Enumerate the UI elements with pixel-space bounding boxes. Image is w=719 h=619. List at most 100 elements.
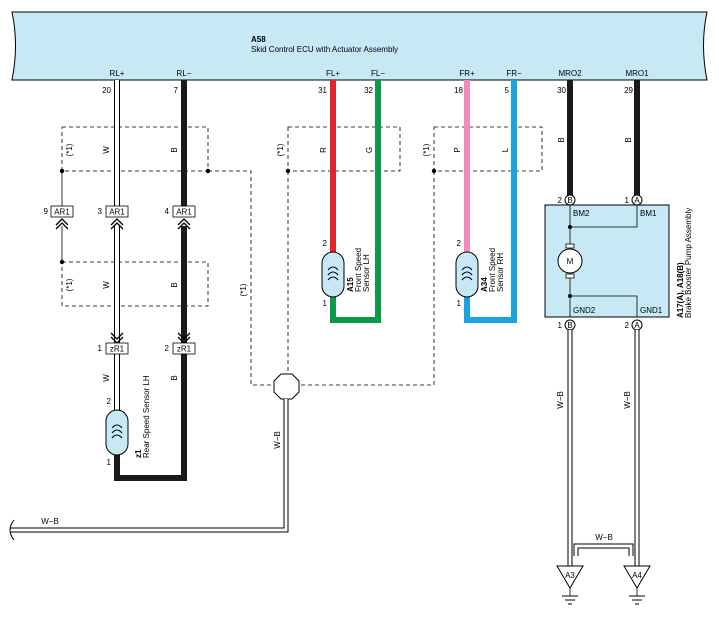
sensor-pin-bottom: 1	[323, 299, 328, 308]
pin-number-7: 7	[174, 86, 179, 95]
motor-brush	[565, 243, 575, 249]
sensor-body	[321, 251, 345, 298]
rear-sensor-circuit: W B W B W B 9 AR1 3 AR1 4 AR1 1 zR1	[44, 80, 196, 481]
zr1-pin-number: 1	[98, 344, 103, 353]
pin-number-5: 5	[505, 86, 510, 95]
note-mark-fr: (*1)	[422, 143, 431, 156]
motor-label: M	[567, 257, 574, 266]
note-marks: (*1) (*1) (*1) (*1) (*1)	[65, 143, 431, 296]
wire-continuation-icon	[9, 519, 15, 541]
connector-pin-number: 2	[558, 196, 563, 205]
ecu-body	[11, 11, 708, 81]
pin-number-18: 18	[454, 86, 463, 95]
pin-number-31: 31	[318, 86, 327, 95]
wire-color-fr-minus: L	[501, 147, 510, 152]
ar1-tag-label: AR1	[54, 208, 70, 217]
wire-color-rl-minus-sensor: B	[170, 375, 179, 380]
ecu-pin-label-fl-plus: FL+	[326, 69, 340, 78]
front-speed-sensor-rh: 2 1 A34 Front Speed Sensor RH	[455, 239, 505, 308]
zr1-pin-number: 2	[165, 344, 170, 353]
booster-name: Brake Booster Pump Assembly	[684, 208, 693, 318]
connector-gnd2: 1 B	[558, 319, 576, 331]
connector-pin-number: 2	[625, 321, 630, 330]
motor-icon: M	[557, 243, 583, 279]
connector-bm1: 1 A	[625, 194, 643, 206]
wire-color-shield-vertical: W−B	[273, 431, 282, 449]
connector-ar1-pin3: 3 AR1	[98, 205, 129, 230]
zr1-tag-label: zR1	[110, 345, 125, 354]
zr1-tag	[105, 342, 129, 355]
zr1-tag	[172, 342, 196, 355]
wire-color-rl-plus-upper: W	[102, 146, 111, 154]
wire-color-rl-plus-lower: W	[102, 281, 111, 289]
front-right-sensor-circuit: P L 2 1 A34 Front Speed Sensor RH	[453, 80, 517, 323]
ground-triangle	[556, 565, 584, 589]
booster-code: A17(A), A18(B)	[676, 262, 685, 318]
wire-shield-ground-core	[10, 399, 288, 532]
front-speed-sensor-lh: 2 1 A15 Front Speed Sensor LH	[321, 239, 371, 308]
shield-drain-rear	[208, 170, 272, 386]
wire-rl-minus-sensor	[114, 352, 187, 481]
connector-letter: B	[567, 321, 572, 330]
sensor-name-line2: Sensor RH	[496, 253, 505, 292]
connector-bm2: 2 B	[558, 194, 576, 206]
terminal-label-bm2: BM2	[573, 209, 590, 218]
ground-point-a3: A3	[556, 565, 584, 605]
terminal-label-bm1: BM1	[640, 209, 657, 218]
terminal-label-gnd2: GND2	[573, 306, 596, 315]
wire-color-ground-bridge: W−B	[595, 533, 613, 542]
wire-color-fr-plus: P	[453, 147, 462, 152]
shield-box-rear-lower	[61, 261, 209, 307]
zr1-tag-label: zR1	[177, 345, 192, 354]
connector-ar1-pin4: 4 AR1	[165, 205, 196, 230]
ar1-tag-label: AR1	[109, 208, 125, 217]
ground-point-a4: A4	[623, 565, 651, 605]
shield-box-rear-upper	[61, 126, 209, 172]
note-mark-rear-lower: (*1)	[65, 278, 74, 291]
coil-icon	[461, 266, 473, 281]
terminal-label-gnd1: GND1	[640, 306, 663, 315]
connector-pin-number: 1	[558, 321, 563, 330]
ar1-pin-number: 9	[44, 207, 49, 216]
sensor-pin-bottom: 1	[107, 458, 112, 467]
internal-wire	[570, 295, 638, 317]
connector-letter: A	[634, 321, 640, 330]
shield-ground-wire: W−B W−B	[9, 373, 300, 541]
ar1-tag	[105, 205, 129, 218]
shield-drain-fr	[300, 171, 435, 386]
shield-box-fl	[287, 126, 401, 172]
connector-zr1-pin2: 2 zR1	[165, 332, 196, 355]
ground-triangle	[623, 565, 651, 589]
shield-junction-octagon	[273, 373, 300, 400]
ecu-pin-label-fr-minus: FR−	[506, 69, 522, 78]
junction-dot	[568, 225, 572, 229]
ecu-block: A58 Skid Control ECU with Actuator Assem…	[11, 11, 708, 81]
ecu-pin-label-mro2: MRO2	[558, 69, 582, 78]
ecu-pin-label-fr-plus: FR+	[459, 69, 475, 78]
wire-color-fl-minus: G	[365, 147, 374, 153]
ecu-pin-label-mro1: MRO1	[625, 69, 649, 78]
junction-dot	[568, 294, 572, 298]
sensor-name-line2: Sensor LH	[362, 254, 371, 292]
internal-wire	[570, 205, 638, 228]
pin-number-29: 29	[624, 86, 633, 95]
front-left-sensor-circuit: R G 2 1 A15 Front Speed Sensor LH	[319, 80, 381, 323]
wire-color-rl-minus-upper: B	[170, 147, 179, 152]
brake-booster-circuit: B B 2 B 1 A BM2 BM1 GND2 GND1 M	[544, 80, 693, 605]
pin-number-20: 20	[102, 86, 111, 95]
ecu-pin-label-rl-minus: RL−	[177, 69, 192, 78]
sensor-body	[105, 409, 129, 456]
motor-brush	[565, 273, 575, 279]
ar1-tag	[50, 205, 74, 218]
wire-color-mro1: B	[624, 137, 633, 142]
sensor-name-line1: Front Speed	[354, 248, 363, 292]
ar1-pin-number: 4	[165, 207, 170, 216]
ar1-chevron-icon	[177, 218, 191, 230]
ecu-name: Skid Control ECU with Actuator Assembly	[251, 45, 398, 54]
ground-label: A3	[565, 571, 575, 580]
shield-dashed-boxes	[61, 126, 543, 386]
motor-circle	[557, 248, 583, 274]
connector-gnd1: 2 A	[625, 319, 643, 331]
wire-fr-minus	[464, 80, 517, 323]
